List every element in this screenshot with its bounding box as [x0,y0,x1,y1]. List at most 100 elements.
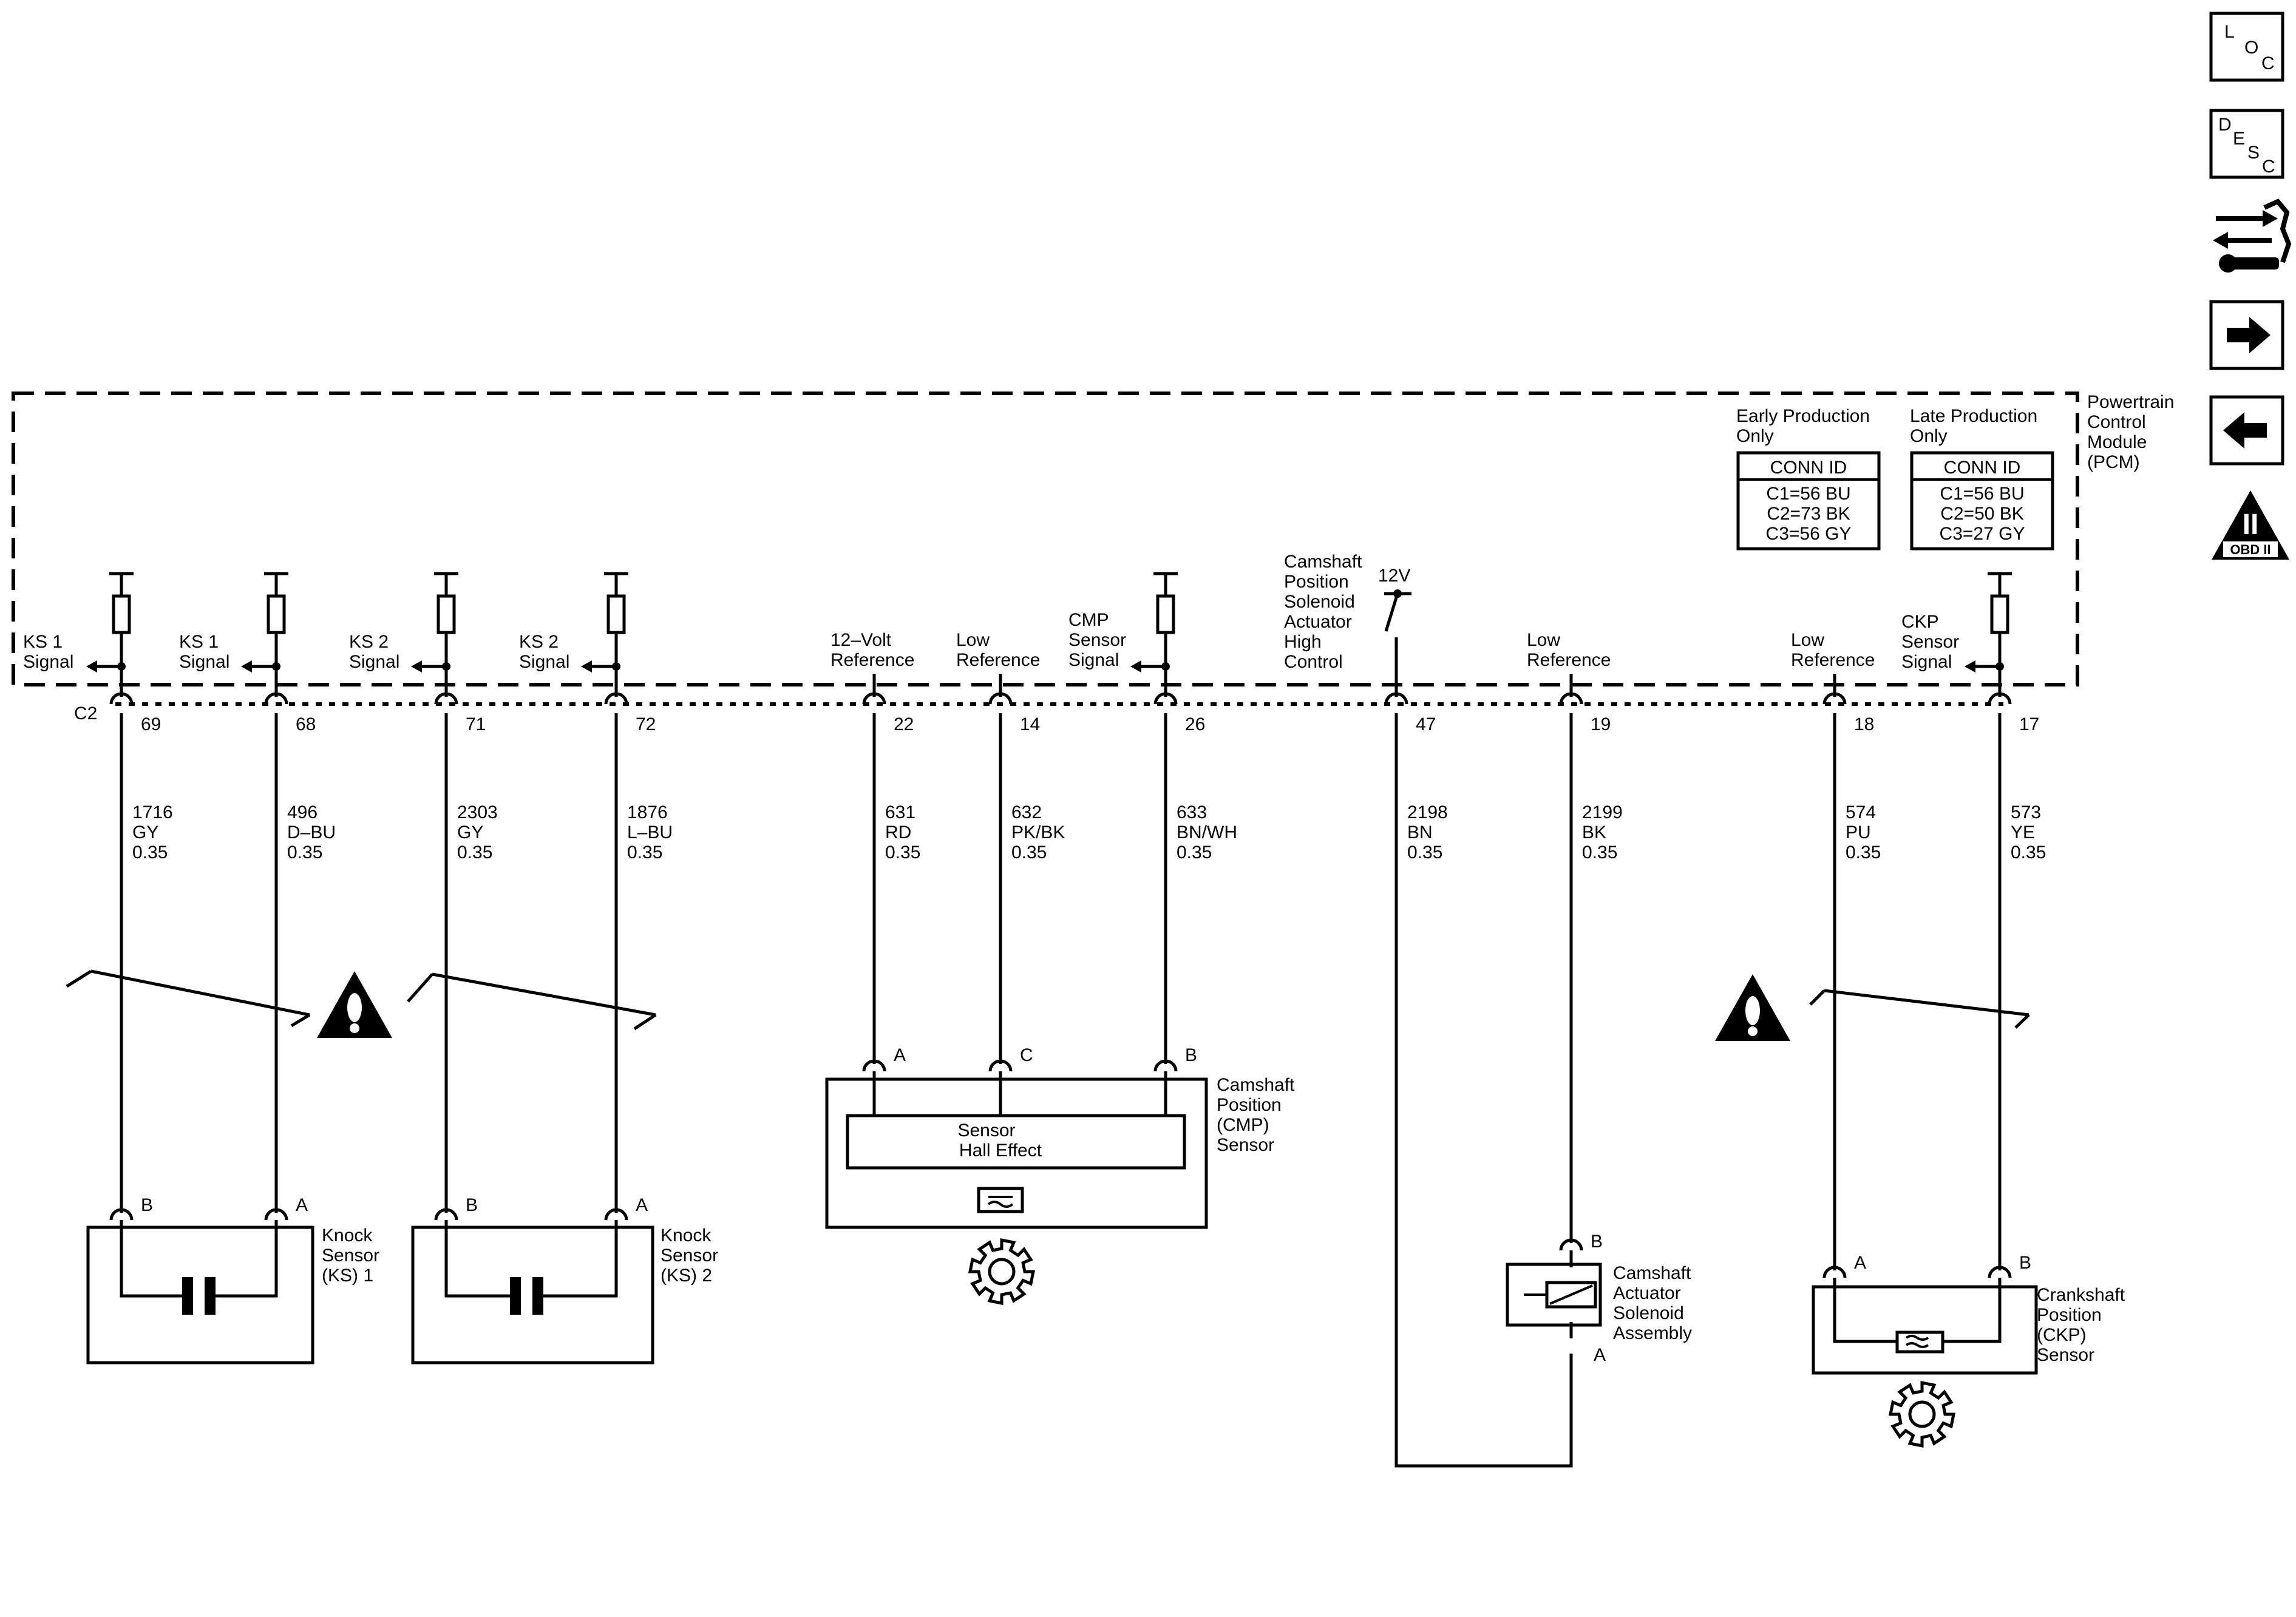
svg-text:12V: 12V [1378,566,1410,586]
capacitor-plate [205,1277,216,1315]
wire-2198-loop [1394,713,1573,1468]
desc-button[interactable]: D E S C [2209,109,2284,179]
next-button[interactable] [2209,300,2284,370]
component-pin: B [1591,1232,1603,1252]
svg-text:II: II [2243,509,2259,541]
svg-text:C: C [2261,53,2275,73]
component-pin: A [636,1195,648,1215]
capacitor-plate [532,1277,543,1315]
svg-text:C3=56 GY: C3=56 GY [1766,524,1852,544]
svg-text:C: C [2262,157,2275,177]
component-pin: B [1185,1045,1197,1065]
component-pin: A [296,1195,308,1215]
component-pin: C [1020,1045,1033,1065]
capacitor-plate [182,1277,193,1315]
pin-number: 22 [894,714,914,734]
twisted-pair-symbol [1809,989,2030,1029]
svg-text:E: E [2233,129,2245,149]
diagnostic-tool-icon[interactable] [2213,198,2292,273]
pin-number: 17 [2019,714,2039,734]
component-pin: A [894,1045,906,1065]
component-pin: A [1854,1253,1866,1273]
arrow-left-icon [2223,412,2267,449]
svg-text:OBD II: OBD II [2230,542,2271,557]
svg-text:C3=27 GY: C3=27 GY [1940,524,2025,544]
loc-button[interactable]: L O C [2209,12,2284,82]
arrow-right-icon [2227,317,2271,353]
pin-number: 71 [466,714,486,734]
pin-number: 14 [1020,714,1040,734]
twisted-pair-symbol [407,972,657,1031]
twisted-pair-symbol [66,969,311,1028]
pin-number: 19 [1591,714,1611,734]
pin-number: 26 [1185,714,1205,734]
pin-number: 72 [636,714,656,734]
pin-number: 68 [296,714,316,734]
gear-icon [968,1238,1036,1306]
obd-ii-icon[interactable]: II OBD II [2212,490,2289,560]
svg-text:Hall Effect: Hall Effect [959,1141,1042,1161]
previous-button[interactable] [2209,395,2284,466]
supply-12v-switch: 12V [1378,566,1411,632]
connector-c2-label: C2 [74,703,97,724]
svg-text:A: A [1594,1345,1606,1365]
svg-text:CONN ID: CONN ID [1944,458,2021,478]
svg-text:C2=73 BK: C2=73 BK [1767,504,1850,524]
svg-text:Sensor: Sensor [957,1120,1015,1141]
pin-number: 47 [1416,714,1436,734]
svg-text:D: D [2218,115,2232,135]
pin-number: 18 [1854,714,1874,734]
svg-text:O: O [2244,38,2258,58]
component-pin: B [466,1195,478,1215]
gear-icon [1888,1380,1956,1448]
pin-number: 69 [141,714,161,734]
caution-icon [317,971,392,1038]
svg-text:C2=50 BK: C2=50 BK [1940,504,2024,524]
capacitor-plate [510,1277,521,1315]
pcm-boundary [12,392,2079,686]
